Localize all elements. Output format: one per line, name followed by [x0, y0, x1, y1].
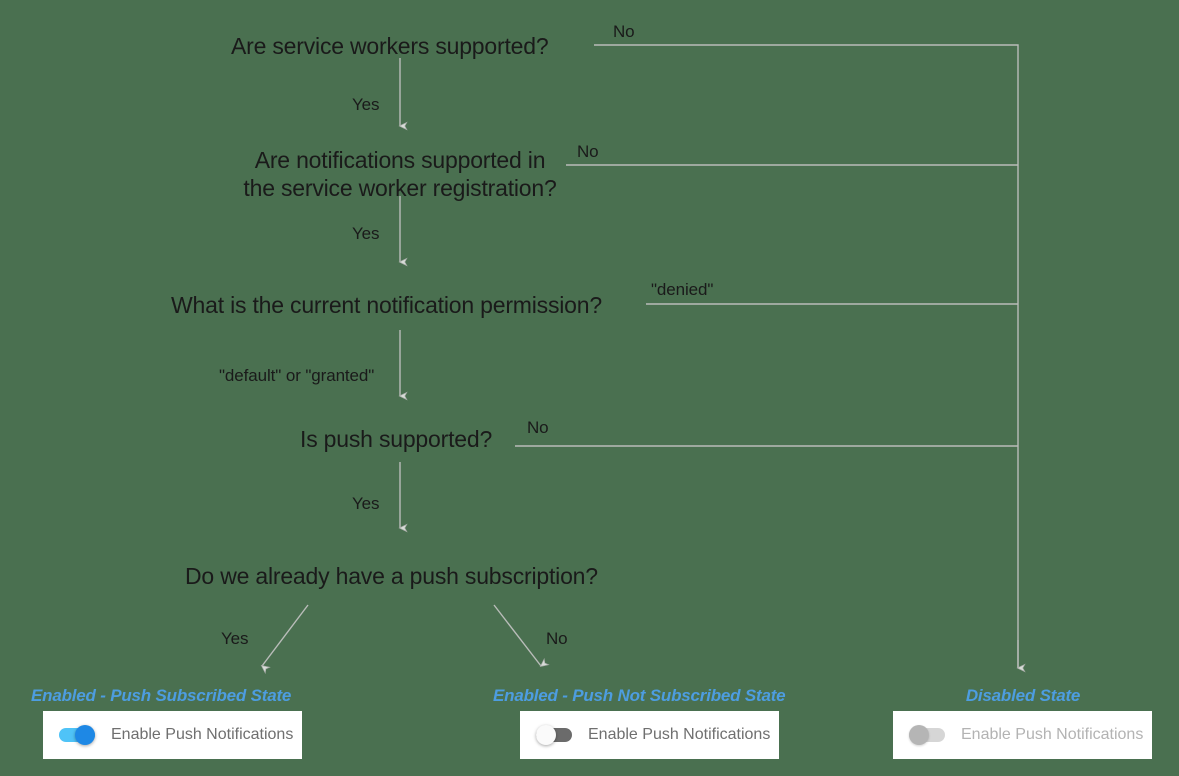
state-title-enabled-push-not-subscribed: Enabled - Push Not Subscribed State	[493, 686, 786, 705]
push-toggle-on[interactable]	[59, 725, 95, 745]
decision-node-notifications-supported: Are notifications supported in the servi…	[230, 146, 570, 202]
decision-node-notification-permission: What is the current notification permiss…	[171, 292, 602, 318]
edge-label-q4-yes: Yes	[352, 494, 380, 513]
edge-label-q2-no: No	[577, 142, 599, 161]
decision-node-push-subscription: Do we already have a push subscription?	[185, 563, 598, 589]
decision-node-push-supported: Is push supported?	[300, 426, 493, 452]
toggle-label-enabled-push-subscribed: Enable Push Notifications	[111, 726, 294, 743]
state-enabled-push-not-subscribed: Enabled - Push Not Subscribed State Enab…	[493, 686, 803, 759]
toggle-card-disabled: Enable Push Notifications	[893, 711, 1152, 759]
toggle-knob	[909, 725, 929, 745]
state-disabled: Disabled State Enable Push Notifications	[893, 686, 1153, 759]
edge-label-q1-no: No	[613, 22, 635, 41]
decision-node-notifications-supported-line2: the service worker registration?	[243, 175, 557, 202]
edge-label-q3-denied: "denied"	[651, 280, 714, 299]
toggle-label-enabled-push-not-subscribed: Enable Push Notifications	[588, 726, 771, 743]
toggle-label-disabled: Enable Push Notifications	[961, 726, 1144, 743]
edge-label-q1-yes: Yes	[352, 95, 380, 114]
state-enabled-push-subscribed: Enabled - Push Subscribed State Enable P…	[31, 686, 311, 759]
state-title-disabled: Disabled State	[965, 686, 1081, 705]
toggle-knob	[536, 725, 556, 745]
edge-label-q3-default-granted: "default" or "granted"	[219, 366, 375, 385]
push-toggle-disabled	[909, 725, 945, 745]
toggle-card-enabled-push-not-subscribed[interactable]: Enable Push Notifications	[520, 711, 779, 759]
decision-node-notifications-supported-line1: Are notifications supported in	[254, 147, 546, 173]
edge-label-q4-no: No	[527, 418, 549, 437]
edge-label-q2-yes: Yes	[352, 224, 380, 243]
state-title-enabled-push-subscribed: Enabled - Push Subscribed State	[31, 686, 292, 705]
edge-label-q5-no: No	[546, 629, 568, 648]
push-toggle-off[interactable]	[536, 725, 572, 745]
edge-label-q5-yes: Yes	[221, 629, 249, 648]
toggle-card-enabled-push-subscribed[interactable]: Enable Push Notifications	[43, 711, 302, 759]
toggle-knob	[75, 725, 95, 745]
decision-node-service-workers: Are service workers supported?	[231, 33, 549, 59]
